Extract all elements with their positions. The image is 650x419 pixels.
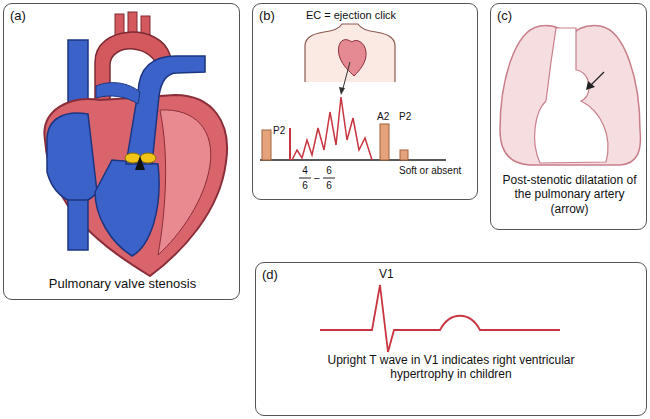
chest-figure [305, 24, 395, 95]
label-text: EC = ejection click [286, 9, 416, 22]
label-text: P2 [273, 125, 285, 137]
figure-panel: (b)EC = ejection clickP246–66A2P2Soft or… [252, 3, 478, 200]
figure-panel: (d) V1Upright T wave in V1 indicates righ… [255, 262, 647, 416]
label-text: P2 [399, 111, 411, 123]
label-text: – [314, 172, 320, 184]
panel-label: (c) [497, 8, 512, 24]
caption: Upright T wave in V1 indicates right ven… [316, 353, 586, 382]
panel-label: (b) [259, 8, 275, 24]
panel-label: (a) [10, 8, 26, 24]
panel-label: (d) [262, 267, 278, 283]
label-text: 6 [324, 165, 334, 177]
label-text: 6 [324, 180, 334, 192]
caption: Post-stenotic dilatation of the pulmonar… [497, 173, 642, 216]
figure-panel: (a) Pulmonary valve stenosis [3, 3, 240, 300]
label-text: 4 [300, 165, 310, 177]
chest-xray [500, 26, 640, 165]
caption: Pulmonary valve stenosis [12, 276, 233, 292]
ecg-trace [320, 285, 560, 352]
label-text: V1 [379, 267, 394, 281]
figure-panel: (c) Post-stenotic dilatation of the pulmo… [490, 3, 647, 230]
heart-illustration [44, 12, 227, 276]
label-text: 6 [300, 180, 310, 192]
label-text: Soft or absent [399, 165, 469, 177]
label-text: A2 [377, 111, 389, 123]
